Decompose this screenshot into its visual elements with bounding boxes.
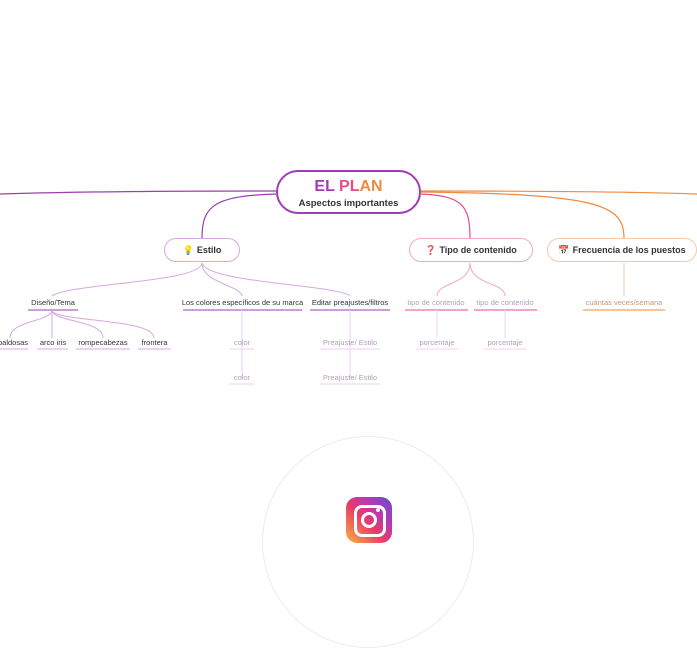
leaf-baldosas[interactable]: baldosas	[0, 338, 29, 347]
leaf-rompecabezas[interactable]: rompecabezas	[78, 338, 128, 347]
mind-map-canvas: EL PLAN Aspectos importantes 💡 Estilo ❓ …	[0, 170, 697, 648]
branch-frecuencia-label: Frecuencia de los puestos	[572, 245, 686, 255]
leaf-color-2[interactable]: color	[233, 373, 251, 382]
leaf-preajuste-2[interactable]: Preajuste/ Estilo	[322, 373, 378, 382]
leaf-frontera[interactable]: frontera	[141, 338, 168, 347]
calendar-icon: 📅	[558, 244, 570, 255]
title-part-an: AN	[359, 178, 383, 195]
central-subtitle: Aspectos importantes	[298, 198, 399, 209]
central-topic[interactable]: EL PLAN Aspectos importantes	[276, 170, 421, 214]
title-part-pl: PL	[339, 178, 360, 195]
instagram-lens	[361, 512, 377, 528]
branch-estilo-label: Estilo	[196, 245, 222, 255]
connector-lines	[0, 190, 697, 385]
leaf-porcentaje-2[interactable]: porcentaje	[487, 338, 523, 347]
leaf-preajuste-1[interactable]: Preajuste/ Estilo	[322, 338, 378, 347]
lightbulb-icon: 💡	[182, 244, 194, 255]
leaf-color-1[interactable]: color	[233, 338, 251, 347]
question-icon: ❓	[425, 244, 437, 255]
topic-diseno-tema[interactable]: Diseño/Tema	[31, 298, 75, 307]
leaf-tipo-contenido-1[interactable]: tipo de contenido	[407, 298, 465, 307]
title-part-el: EL	[314, 178, 335, 195]
instagram-logo	[346, 497, 392, 543]
branch-tipo-label: Tipo de contenido	[439, 245, 517, 255]
leaf-tipo-contenido-2[interactable]: tipo de contenido	[476, 298, 534, 307]
branch-estilo[interactable]: 💡 Estilo	[164, 238, 240, 262]
leaf-porcentaje-1[interactable]: porcentaje	[419, 338, 455, 347]
instagram-flash-dot	[376, 508, 380, 512]
branch-tipo-de-contenido[interactable]: ❓ Tipo de contenido	[409, 238, 533, 262]
topic-colores-marca[interactable]: Los colores específicos de su marca	[181, 298, 304, 307]
leaf-cuantas-veces[interactable]: cuántas veces/semana	[585, 298, 663, 307]
leaf-arco-iris[interactable]: arco iris	[39, 338, 67, 347]
branch-frecuencia[interactable]: 📅 Frecuencia de los puestos	[547, 238, 697, 262]
central-title: EL PLAN	[278, 178, 419, 196]
topic-editar-preajustes[interactable]: Editar preajustes/filtros	[311, 298, 389, 307]
